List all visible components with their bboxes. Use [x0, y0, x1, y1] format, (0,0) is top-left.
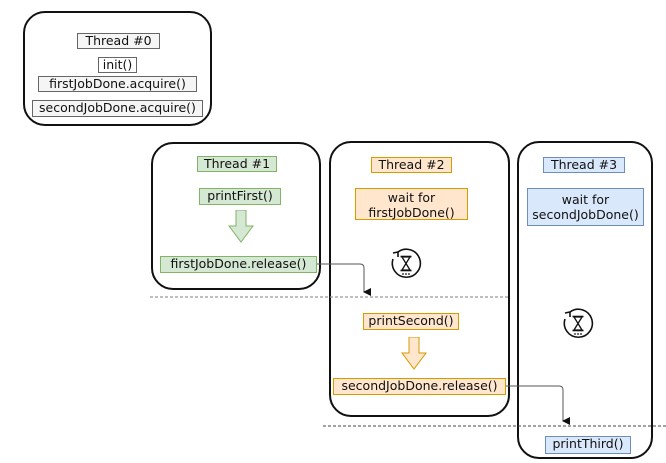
thread-0-title: Thread #0: [77, 33, 160, 49]
thread-2-wait: wait for firstJobDone(): [355, 188, 468, 220]
thread-3-title: Thread #3: [543, 157, 625, 173]
thread-0-first-acquire: firstJobDone.acquire(): [38, 76, 197, 92]
thread-2-title: Thread #2: [371, 157, 452, 173]
thread-3-print-third: printThird(): [545, 436, 631, 454]
thread-3-wait: wait for secondJobDone(): [527, 188, 644, 226]
thread-0-init: init(): [98, 57, 137, 73]
thread-2-print-second: printSecond(): [363, 313, 459, 330]
down-arrow-icon: [228, 209, 254, 248]
hourglass-refresh-icon: [389, 247, 423, 285]
hourglass-refresh-icon: [561, 307, 595, 345]
thread-0-second-acquire: secondJobDone.acquire(): [32, 100, 203, 117]
thread-1-print-first: printFirst(): [199, 188, 281, 205]
thread-2-second-release: secondJobDone.release(): [333, 378, 506, 395]
thread-1-title: Thread #1: [197, 156, 277, 172]
thread-1-first-release: firstJobDone.release(): [160, 256, 317, 273]
down-arrow-icon: [401, 336, 427, 375]
